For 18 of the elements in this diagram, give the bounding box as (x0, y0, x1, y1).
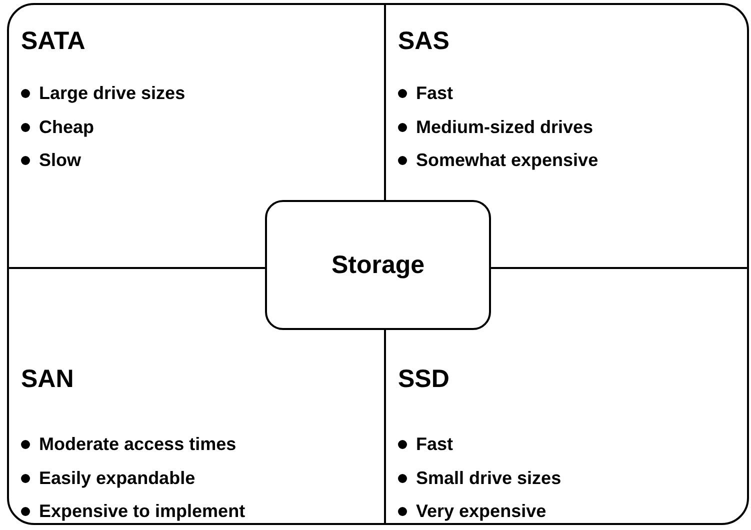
bullet-text: Slow (39, 150, 82, 170)
bullet-text: Cheap (39, 116, 94, 136)
bullet-text: Very expensive (416, 501, 546, 521)
bullet-text: Somewhat expensive (416, 150, 598, 170)
bullet-text: Fast (416, 434, 454, 454)
bullet-text: Fast (416, 83, 454, 103)
bullet-text: Small drive sizes (416, 468, 562, 488)
bullet-text: Medium-sized drives (416, 116, 594, 136)
quadrant-heading: SSD (398, 365, 450, 394)
quadrant-heading: SAS (398, 27, 450, 56)
bullet-text: Easily expandable (39, 468, 196, 488)
bullet-text: Moderate access times (39, 434, 236, 454)
bullet-text: Large drive sizes (39, 83, 186, 103)
center-label: Storage (331, 250, 425, 280)
center-box (265, 200, 491, 330)
quadrant-heading: SAN (21, 365, 74, 394)
quadrant-heading: SATA (21, 27, 86, 56)
bullet-text: Expensive to implement (39, 501, 246, 521)
